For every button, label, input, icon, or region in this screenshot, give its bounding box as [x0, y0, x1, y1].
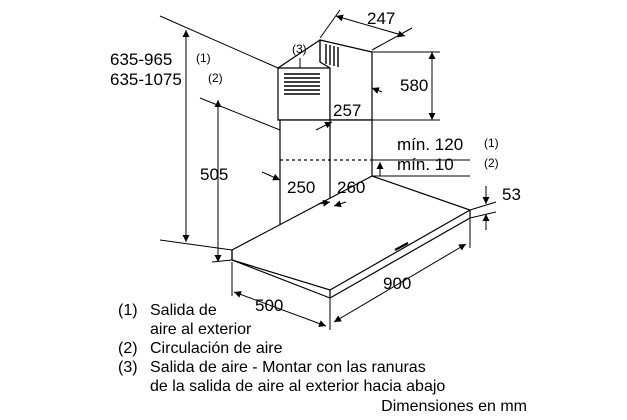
min-clearance-2-ref: (2) — [484, 156, 499, 170]
dim-canopy-width: 900 — [383, 274, 411, 293]
dim-chimney-width: 257 — [333, 101, 361, 120]
dim-min-clearance-2: mín. 10 — [397, 155, 454, 174]
hood-drawing — [231, 39, 472, 299]
units-note: Dimensiones en mm — [381, 398, 527, 415]
legend-item-2: (2) Circulación de aire — [118, 339, 538, 358]
min-clearance-1-ref: (1) — [484, 136, 499, 150]
legend-text: Salida de aire - Montar con las ranuras — [150, 359, 426, 376]
legend-num: (1) — [118, 302, 138, 319]
vent-slots — [284, 44, 339, 95]
dim-chimney-height: 580 — [400, 76, 428, 95]
legend-item-3: (3) Salida de aire - Montar con las ranu… — [118, 358, 538, 377]
dim-lower-height: 505 — [200, 165, 228, 184]
legend-text: Salida de — [150, 302, 217, 319]
ref-3-label: (3) — [292, 42, 307, 56]
dim-height-range-2: 635-1075 — [110, 70, 182, 89]
ref-2-label: (2) — [208, 71, 223, 85]
legend-text: aire al exterior — [150, 321, 252, 338]
legend: (1) Salida de aire al exterior (2) Circu… — [118, 301, 538, 396]
legend-item-1: (1) Salida de — [118, 301, 538, 320]
dim-height-range-1: 635-965 — [110, 50, 172, 69]
legend-num: (3) — [118, 359, 138, 376]
ref-1-label: (1) — [196, 51, 211, 65]
dimension-lines — [159, 9, 497, 330]
dim-body-width: 250 — [287, 178, 315, 197]
dim-canopy-thickness: 53 — [502, 185, 521, 204]
legend-text: Circulación de aire — [150, 340, 283, 357]
dim-canopy-depth: 500 — [255, 296, 283, 315]
dim-chimney-depth: 247 — [367, 9, 395, 28]
legend-text: de la salida de aire al exterior hacia a… — [150, 378, 446, 395]
dim-min-clearance-1: mín. 120 — [397, 135, 463, 154]
dim-body-depth: 260 — [337, 178, 365, 197]
legend-num: (2) — [118, 340, 138, 357]
